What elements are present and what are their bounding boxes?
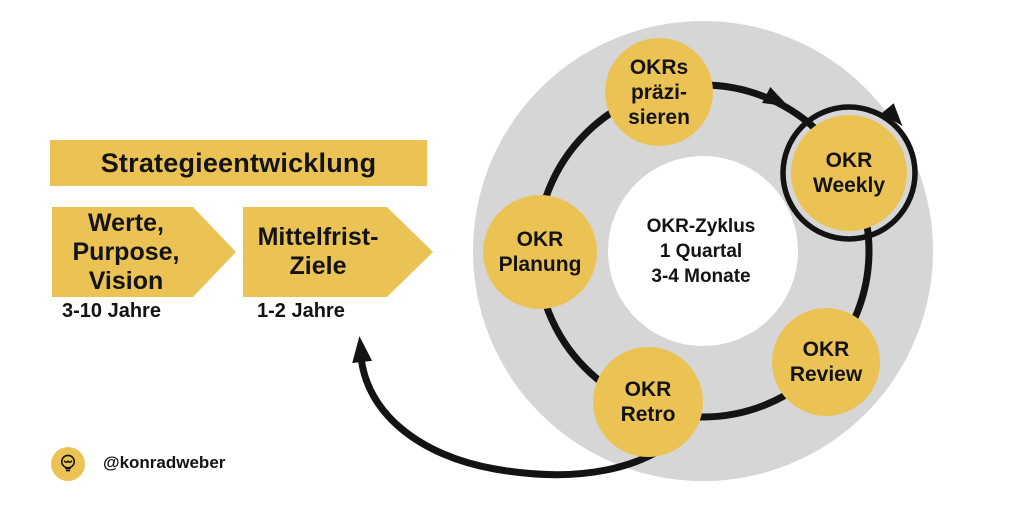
cycle-node-label: OKRs präzi- sieren bbox=[628, 55, 690, 129]
feedback-arrow-curve bbox=[357, 352, 684, 479]
strategy-step-label: Mittelfrist- Ziele bbox=[257, 223, 379, 280]
cycle-node-label: OKR Weekly bbox=[813, 149, 885, 197]
strategy-step-label: Werte, Purpose, Vision bbox=[72, 208, 180, 295]
weekly-loop-arrowhead-icon bbox=[881, 103, 903, 126]
duration-label: 1-2 Jahre bbox=[257, 300, 345, 322]
duration-label: 3-10 Jahre bbox=[62, 300, 161, 322]
cycle-node-label: OKR Planung bbox=[498, 228, 582, 276]
strategy-step-werte-purpose-vision: Werte, Purpose, Vision bbox=[52, 207, 236, 297]
cycle-node-okr-review: OKR Review bbox=[772, 308, 880, 416]
clockwise-arrowhead-icon bbox=[762, 86, 789, 107]
weekly-loop-ring bbox=[780, 104, 918, 242]
cycle-node-okr-retro: OKR Retro bbox=[593, 347, 703, 457]
cycle-node-okr-planung: OKR Planung bbox=[483, 195, 597, 309]
lightbulb-icon bbox=[61, 454, 75, 472]
feedback-arrowhead-icon bbox=[352, 336, 373, 363]
strategy-step-mittelfrist-ziele: Mittelfrist- Ziele bbox=[243, 207, 433, 297]
author-badge bbox=[51, 447, 85, 481]
author-handle: @konradweber bbox=[103, 453, 226, 472]
cycle-node-okr-weekly: OKR Weekly bbox=[791, 115, 907, 231]
cycle-center-label: OKR-Zyklus 1 Quartal 3-4 Monate bbox=[646, 216, 756, 287]
strategy-title: Strategieentwicklung bbox=[50, 140, 427, 186]
cycle-node-label: OKR Review bbox=[789, 338, 863, 386]
cycle-node-label: OKR Retro bbox=[620, 378, 676, 426]
cycle-node-okrs-praezisieren: OKRs präzi- sieren bbox=[605, 38, 713, 146]
